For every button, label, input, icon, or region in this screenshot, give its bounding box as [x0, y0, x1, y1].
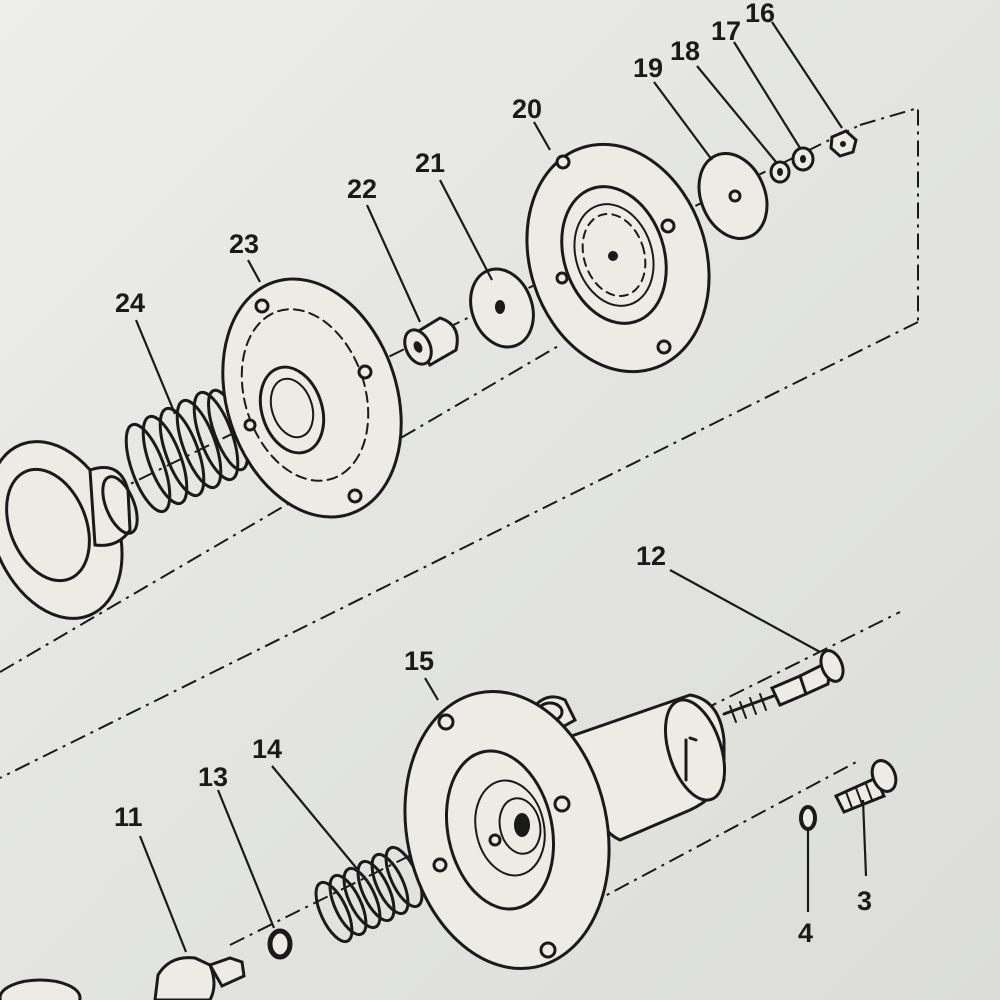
- callout-15: 15: [404, 646, 434, 676]
- callout-17: 17: [711, 16, 741, 46]
- callout-22: 22: [347, 174, 377, 204]
- callout-12: 12: [636, 541, 666, 571]
- assembly-connector-line: [0, 321, 919, 779]
- valve-body-part-15: [403, 689, 726, 971]
- callout-24: 24: [115, 288, 145, 318]
- leader-14: [271, 765, 359, 871]
- callout-13: 13: [198, 762, 228, 792]
- callout-14: 14: [252, 734, 282, 764]
- callout-23: 23: [229, 229, 259, 259]
- washer-part-4: [799, 805, 817, 831]
- leader-23: [247, 259, 261, 283]
- leader-24: [134, 319, 177, 415]
- callout-20: 20: [512, 94, 542, 124]
- flange-plate-part-23: [221, 277, 403, 519]
- o-ring-part-13: [267, 928, 293, 960]
- callout-11: 11: [114, 802, 143, 832]
- callout-21: 21: [415, 148, 445, 178]
- leader-17: [733, 41, 801, 149]
- leader-19: [653, 81, 713, 161]
- leader-12: [669, 569, 821, 653]
- lower-phantom-line-a: [0, 344, 561, 673]
- leader-21: [439, 179, 493, 281]
- housing-part-left: [0, 440, 139, 620]
- callout-19: 19: [633, 53, 663, 83]
- leader-16: [771, 21, 843, 129]
- diaphragm-cover-part-20: [525, 142, 711, 374]
- leader-lines: [134, 21, 868, 953]
- washer-part-21: [469, 267, 535, 349]
- leader-20: [533, 121, 551, 151]
- callout-4: 4: [798, 918, 813, 948]
- leader-15: [424, 677, 439, 701]
- callout-16: 16: [745, 0, 775, 28]
- screw-part-3: [833, 759, 898, 814]
- leader-13: [216, 789, 276, 929]
- bracket-line-right: [859, 106, 919, 322]
- disc-part-19: [697, 151, 769, 241]
- callout-3: 3: [857, 886, 872, 916]
- leader-18: [696, 65, 777, 163]
- callout-18: 18: [670, 36, 700, 66]
- nut-part-16: [829, 129, 858, 158]
- adjusting-screw-part-12: [722, 649, 845, 723]
- lock-washer-part-18: [769, 160, 791, 184]
- callout-numbers: 16 17 18 19 20 21 22 23 24 12 15 14 13 1…: [114, 0, 872, 948]
- leader-11: [138, 835, 188, 953]
- leader-22: [365, 204, 422, 323]
- washer-part-17: [791, 146, 815, 172]
- bushing-part-22: [403, 316, 459, 368]
- leader-3: [861, 799, 868, 877]
- fitting-part-11: [0, 956, 246, 1000]
- lower-phantom-line-b: [559, 759, 861, 921]
